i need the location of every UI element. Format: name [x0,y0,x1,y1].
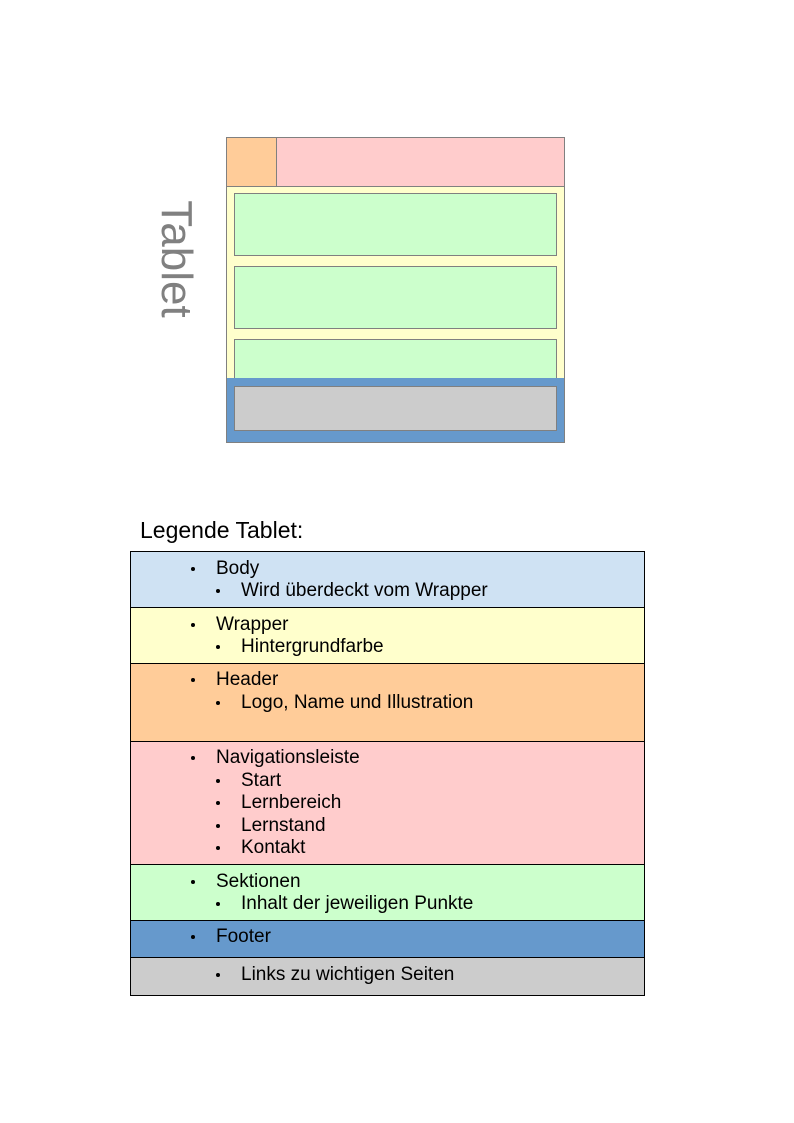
legend-row-footer-links: Links zu wichtigen Seiten [131,958,644,995]
legend-row-item: Inhalt der jeweiligen Punkte [215,893,474,914]
legend-row-label: Navigationsleiste [191,747,360,768]
mockup-section-block [234,193,557,256]
legend-row-item: Start [215,770,282,791]
tablet-layout-mockup [226,137,565,443]
legend-row-footer: Footer [131,921,644,958]
legend-row-label: Wrapper [191,614,289,635]
legend-row-label: Sektionen [191,871,301,892]
mockup-section-block [234,266,557,329]
legend-row-label: Body [190,558,260,579]
legend-row-item: Wird überdeckt vom Wrapper [216,580,488,601]
legend-row-body: Body Wird überdeckt vom Wrapper [131,552,644,608]
legend-row-wrapper: Wrapper Hintergrundfarbe [131,608,644,664]
legend-title: Legende Tablet: [140,517,304,543]
legend-row-item: Lernstand [216,815,326,836]
legend-row-sections: Sektionen Inhalt der jeweiligen Punkte [131,865,644,921]
legend-row-header: Header Logo, Name und Illustration [131,664,644,742]
legend-row-item: Lernbereich [215,792,342,813]
legend-row-label: Footer [191,926,271,947]
legend-row-item: Logo, Name und Illustration [215,692,474,713]
legend-row-item: Links zu wichtigen Seiten [215,964,455,985]
legend-row-label: Header [190,669,279,690]
tablet-label: Tablet [148,196,204,322]
mockup-footer-links-block [234,386,557,431]
tablet-label-text: Tablet [152,200,201,318]
legend-row-item: Kontakt [215,837,306,858]
legend-table: Body Wird überdeckt vom Wrapper Wrapper … [130,551,645,996]
mockup-header-block [227,138,277,187]
mockup-navigation-block [277,138,564,187]
legend-row-navigation: Navigationsleiste Start Lernbereich Lern… [131,742,644,865]
legend-row-item: Hintergrundfarbe [216,636,384,657]
